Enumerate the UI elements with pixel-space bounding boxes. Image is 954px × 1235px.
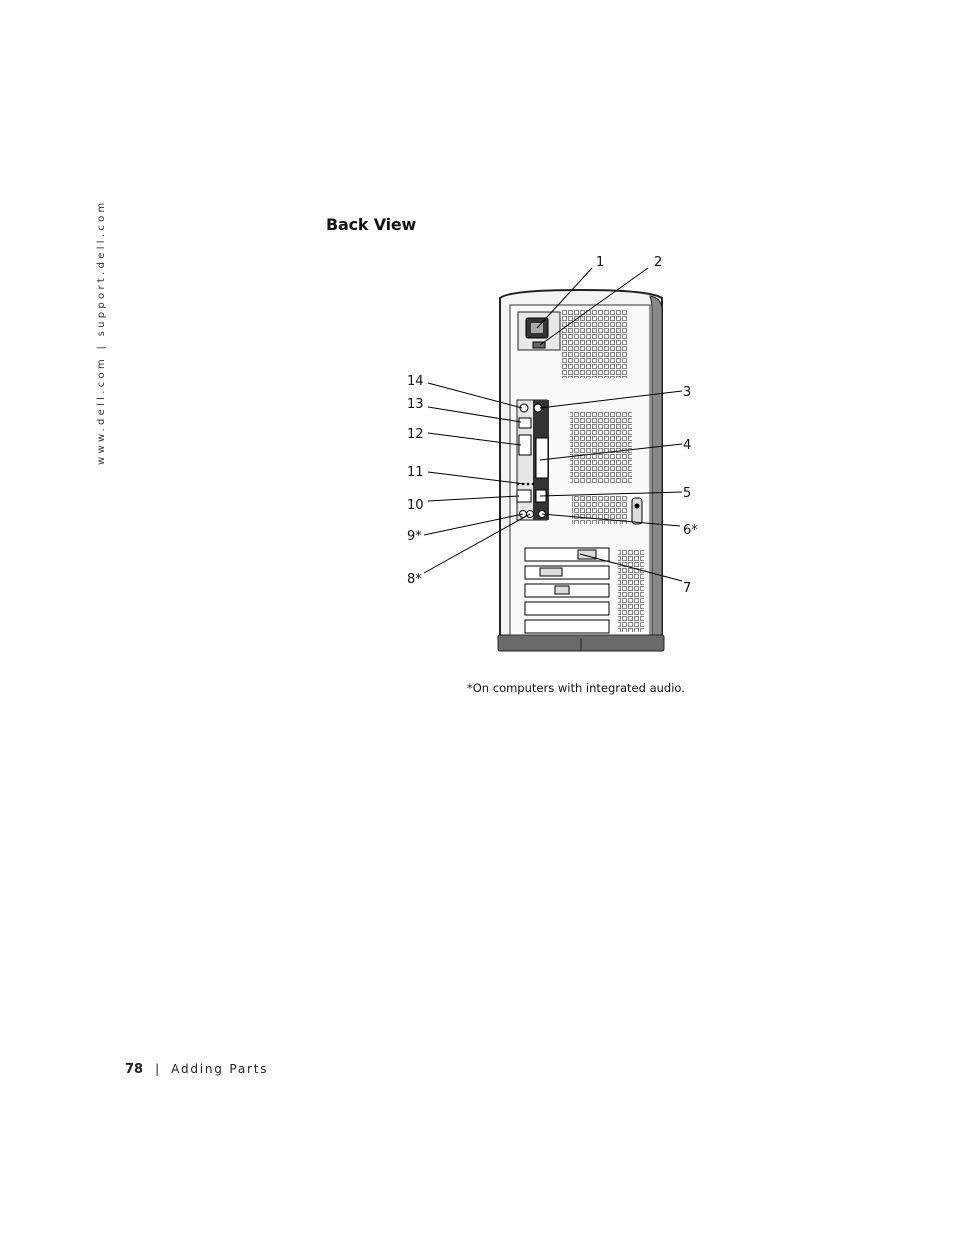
- side-vent: [618, 550, 644, 632]
- callout-3: 3: [683, 385, 691, 400]
- page-footer: 78 | Adding Parts: [125, 1062, 268, 1077]
- voltage-switch: [532, 341, 546, 349]
- callout-10: 10: [407, 498, 424, 513]
- padlock-ring: [631, 497, 643, 525]
- section-heading: Back View: [326, 215, 417, 234]
- computer-back-view-illustration: 1 2 3 4 5 6* 7 8* 9* 10 11 12 13 14: [400, 250, 710, 660]
- sidebar-url: www.dell.com | support.dell.com: [80, 199, 107, 465]
- callout-6: 6*: [683, 523, 698, 538]
- callout-7: 7: [683, 581, 691, 596]
- callout-5: 5: [683, 486, 691, 501]
- video-connector: [577, 549, 597, 560]
- footer-separator: |: [155, 1062, 160, 1076]
- callout-12: 12: [407, 427, 424, 442]
- callout-11: 11: [407, 465, 424, 480]
- callout-8: 8*: [407, 572, 422, 587]
- callout-1: 1: [596, 255, 604, 270]
- parallel-connector: [535, 437, 549, 479]
- callout-2: 2: [654, 255, 662, 270]
- chassis-vent: [570, 412, 632, 484]
- sidebar-url-text: www.dell.com | support.dell.com: [96, 199, 107, 465]
- chassis-side-trim: [649, 295, 663, 641]
- callout-leaders: [423, 267, 683, 582]
- back-view-diagram: 1 2 3 4 5 6* 7 8* 9* 10 11 12 13 14: [407, 255, 698, 652]
- callout-13: 13: [407, 397, 424, 412]
- psu-vent: [562, 310, 628, 378]
- callout-14: 14: [407, 374, 424, 389]
- figure-footnote: *On computers with integrated audio.: [467, 681, 685, 695]
- usb-connectors-bottom: [516, 489, 532, 503]
- callout-4: 4: [683, 438, 691, 453]
- chassis-vent-lower: [572, 496, 628, 524]
- page-number: 78: [125, 1062, 144, 1077]
- mouse-connector: [519, 403, 529, 413]
- callout-9: 9*: [407, 529, 422, 544]
- section-name: Adding Parts: [171, 1062, 269, 1076]
- usb-connectors-top: [518, 417, 532, 429]
